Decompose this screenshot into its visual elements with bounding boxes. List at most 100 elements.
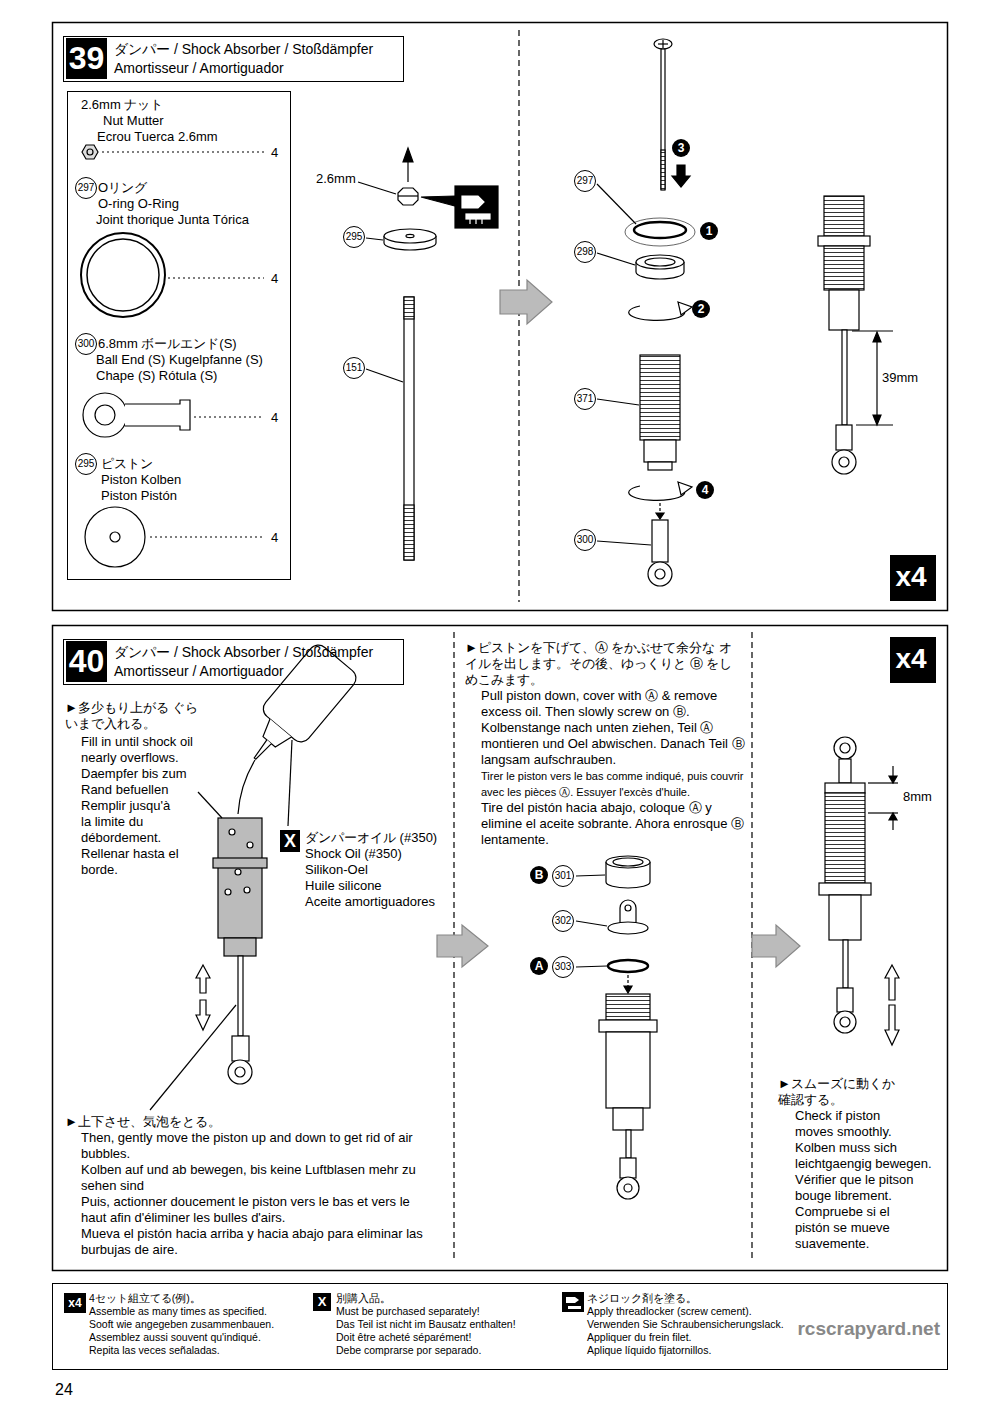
label-text: Ecrou Tuerca 2.6mm [97, 129, 218, 145]
step40-check-drawing-part [885, 965, 899, 1000]
parts-list-drawings-part [82, 145, 98, 159]
step40-fill-drawing-part [198, 792, 222, 818]
label-text: 4 [271, 145, 278, 161]
label-text: ►ピストンを下げて、Ⓐ をかぶせて余分な オイルを出します。その後、ゆっくりと … [465, 640, 745, 688]
step40-check-drawing-part [885, 1005, 899, 1045]
watermark: rcscrapyard.net [797, 1318, 940, 1340]
step39-exploded-shock-part [661, 150, 665, 190]
label-text: 6.8mm ボールエンド(S) [98, 336, 237, 352]
callout-number: 301 [552, 865, 574, 887]
step40-check-drawing-part [843, 940, 848, 988]
step39-piston-drawing-part [366, 369, 403, 382]
parts-list-drawings-part [85, 507, 145, 567]
parts-list-drawings-part [110, 532, 120, 542]
callout-number: 302 [552, 910, 574, 932]
step39-exploded-shock-part [636, 255, 684, 269]
callout-number: 151 [343, 357, 365, 379]
label-text: ►スムーズに動くか 確認する。 [778, 1076, 908, 1108]
step39-exploded-shock-part [662, 40, 663, 48]
label-text: Tire del pistón hacia abajo, coloque Ⓐ y… [481, 800, 746, 848]
step40-cap-drawing-part [624, 1184, 632, 1192]
step39-exploded-shock-part [625, 218, 695, 246]
step40-check-drawing-part [837, 988, 853, 1012]
label-text: Aplique líquido fijatornillos. [587, 1344, 711, 1357]
label-text: Fill in until shock oil nearly overflows… [81, 734, 231, 766]
parts-list-drawings-part [83, 393, 127, 437]
label-text: Daempfer bis zum Rand befuellen [81, 766, 196, 798]
panel-frames-part [53, 626, 948, 1271]
step40-check-drawing-part [825, 793, 865, 883]
step-number: 40 [66, 641, 107, 682]
step40-fill-drawing-part [437, 925, 488, 967]
parts-list-drawings-part [102, 151, 264, 152]
step39-piston-drawing-part [398, 195, 418, 196]
step39-assembled-shock-part [824, 196, 864, 236]
step39-assembled-shock-part [856, 424, 893, 425]
step-circle-number: A [530, 957, 548, 975]
step39-piston-drawing-part [407, 160, 408, 182]
step39-assembled-shock-part [876, 336, 877, 420]
step39-assembled-shock [818, 196, 893, 474]
callout-number: 298 [574, 241, 596, 263]
label-text: Remplir jusqu'à la limite du débordement… [81, 798, 176, 846]
step40-check-drawing-part [840, 743, 850, 753]
label-text: Joint thorique Junta Tórica [96, 212, 249, 228]
step39-piston-drawing-part [404, 297, 414, 560]
step39-exploded-shock-part [648, 562, 672, 586]
threadlocker-icon-part [568, 1306, 581, 1309]
step39-exploded-shock-part [640, 355, 680, 440]
step-circle-number: 4 [696, 481, 714, 499]
label-text: ダンパー / Shock Absorber / Stoßdämpfer Amor… [114, 643, 400, 681]
threadlocker-icon-part [562, 1292, 584, 1312]
step39-assembled-shock-part [829, 290, 859, 330]
repeat-badge-text: x4 [890, 637, 932, 680]
parts-list-drawings-part [95, 405, 115, 425]
step40-cap-drawing-part [606, 856, 650, 868]
step40-fill-drawing-part-part [253, 740, 272, 761]
step40-check-drawing-part [889, 776, 897, 783]
label-text: Chape (S) Rótula (S) [96, 368, 217, 384]
step39-exploded-shock-part [644, 440, 676, 462]
step40-fill-drawing-part [225, 889, 231, 895]
label-text: Rellenar hasta el borde. [81, 846, 181, 878]
step39-piston-drawing-part [406, 234, 414, 237]
label-text: Kolben muss sich leichtgaengig bewegen. [795, 1140, 945, 1172]
step-circle-number: 3 [672, 139, 690, 157]
parts-list-drawings-part [87, 149, 93, 155]
label-text: Das Teil ist nicht im Bausatz enthalten! [336, 1318, 516, 1331]
label-text: Nut Mutter [103, 113, 164, 129]
step39-piston-drawing-part [358, 182, 396, 194]
step40-check-drawing-part [889, 813, 897, 820]
label-text: Check if piston moves smoothly. [795, 1108, 920, 1140]
step39-piston-drawing [358, 148, 552, 560]
parts-list-drawings-part [194, 416, 264, 417]
step40-check-drawing-part [834, 1011, 856, 1033]
label-text: Kolben auf und ab bewegen, bis keine Luf… [81, 1162, 431, 1194]
step40-cap-drawing [576, 856, 800, 1199]
label-text: Then, gently move the piston up and down… [81, 1130, 431, 1162]
step40-check-drawing [819, 737, 899, 1045]
step40-check-drawing-part [834, 737, 856, 759]
step40-fill-drawing-part [218, 818, 262, 938]
step39-piston-drawing-part [455, 186, 498, 228]
callout-number: 297 [75, 177, 97, 199]
step40-cap-drawing-part [617, 1177, 639, 1199]
step-header: 39ダンパー / Shock Absorber / Stoßdämpfer Am… [63, 36, 404, 82]
step40-fill-drawing-part [224, 938, 256, 956]
label-text: Debe comprarse por separado. [336, 1344, 481, 1357]
step39-piston-drawing-part [481, 219, 482, 224]
step39-piston-drawing-part [403, 148, 413, 162]
label-text: ►上下させ、気泡をとる。 [65, 1114, 221, 1130]
callout-number: 297 [574, 170, 596, 192]
step40-fill-drawing [150, 641, 488, 1110]
label-text: 8mm [903, 789, 932, 805]
label-text: ダンパーオイル (#350) [305, 830, 437, 846]
label-text: Puis, actionner doucement le piston vers… [81, 1194, 431, 1226]
panel-frames [53, 23, 948, 1271]
repeat-badge-text: x4 [890, 555, 932, 598]
repeat-badge: x4 [890, 555, 936, 601]
step40-check-drawing-part [819, 883, 871, 895]
step39-exploded-shock-part [672, 165, 690, 187]
step40-fill-drawing-part [238, 760, 255, 814]
label-text: 39mm [882, 370, 918, 386]
